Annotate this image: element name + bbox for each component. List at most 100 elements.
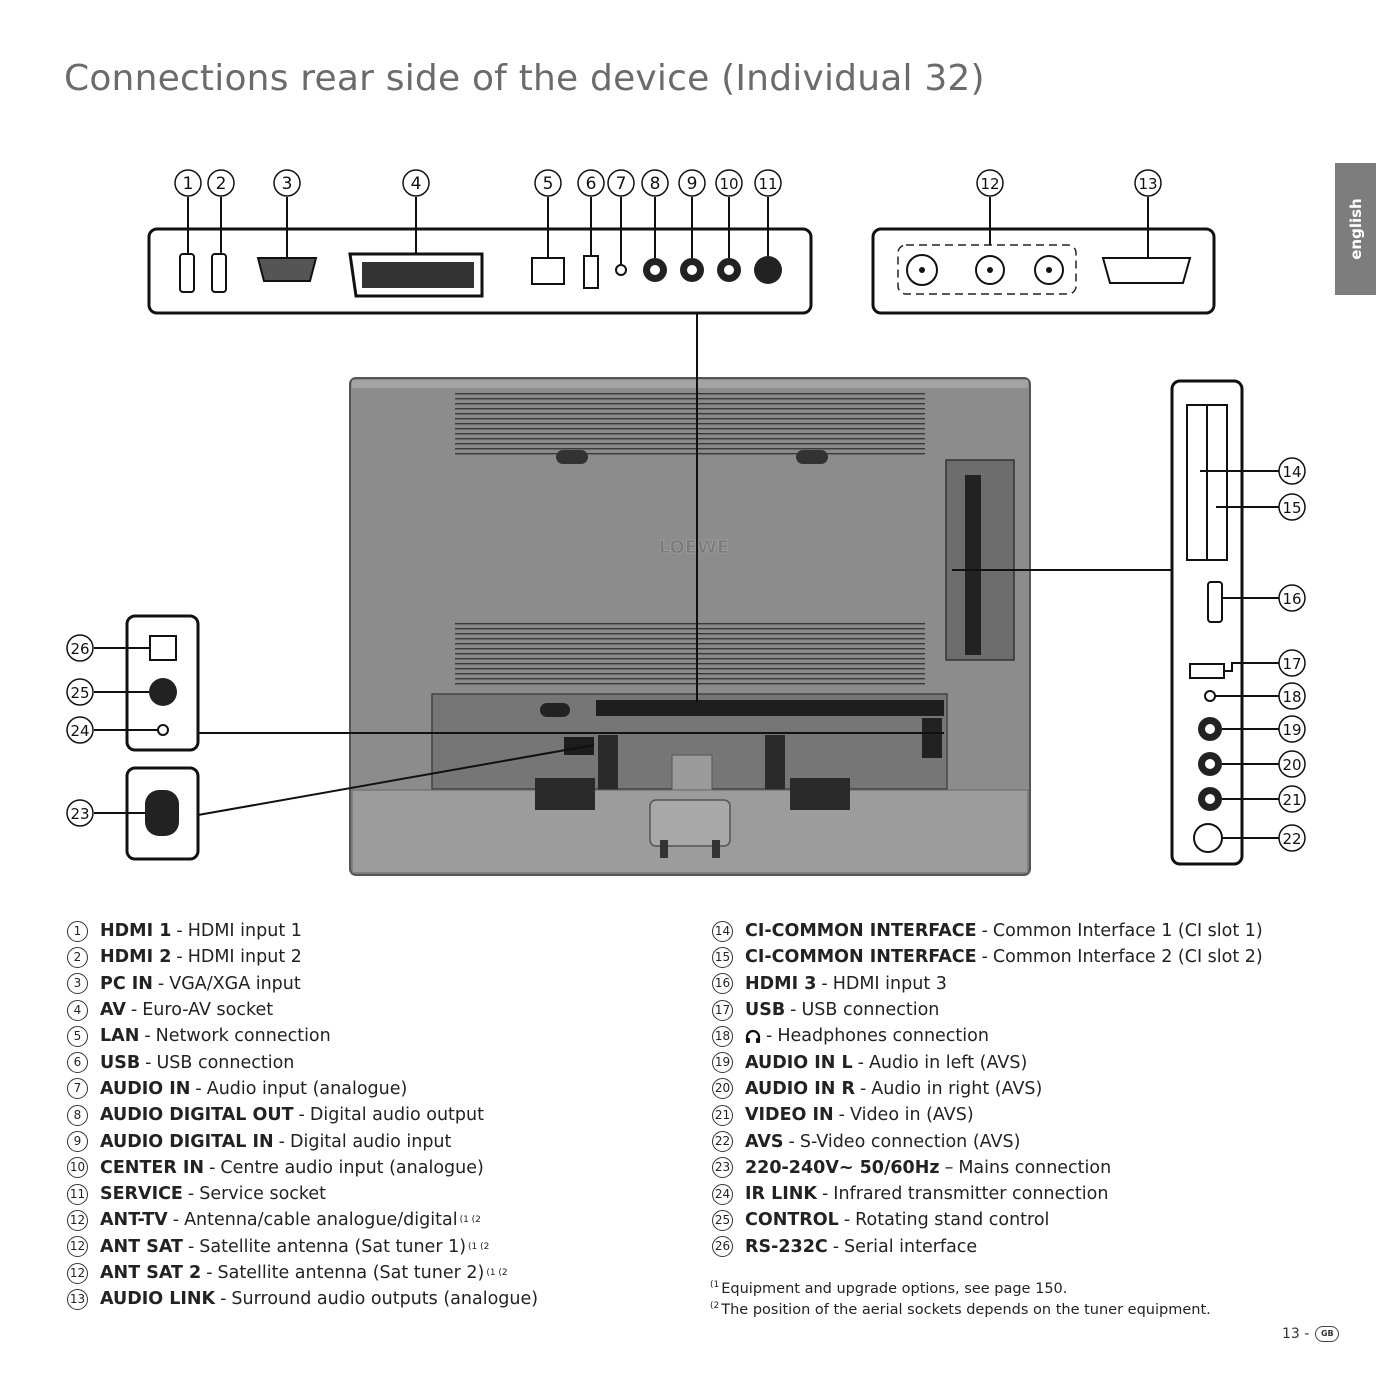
legend-number: 13 (67, 1288, 88, 1310)
callout-number: 5 (543, 174, 554, 194)
legend-label: CI-COMMON INTERFACE (745, 947, 977, 968)
callout-number: 19 (1282, 721, 1301, 739)
callout-number: 8 (650, 174, 661, 194)
callout-26: 26 (66, 634, 94, 662)
legend-number: 11 (67, 1183, 88, 1205)
legend-number: 3 (67, 973, 88, 995)
connector-lines (94, 197, 1279, 839)
service-port (754, 256, 782, 284)
legend-label: CENTER IN (100, 1157, 205, 1178)
legend-description: USB connection (801, 1000, 940, 1021)
lan-port (531, 257, 565, 285)
legend-separator: - (278, 1131, 285, 1152)
legend-number: 19 (712, 1052, 733, 1074)
legend-number: 10 (67, 1157, 88, 1179)
legend-label: AUDIO DIGITAL OUT (100, 1105, 294, 1126)
legend-number: 17 (712, 999, 733, 1021)
lower-vent (455, 622, 925, 687)
callout-25: 25 (66, 678, 94, 706)
legend-description: Video in (AVS) (850, 1105, 974, 1126)
legend-separator: - (857, 1052, 864, 1073)
callout-1: 1 (174, 169, 202, 197)
avs-port (1193, 823, 1223, 853)
mount-hole-right (796, 450, 828, 464)
top-connector-panel-right (871, 227, 1216, 315)
legend-separator: - (859, 1078, 867, 1099)
legend-number: 9 (67, 1131, 88, 1153)
legend-label: RS-232C (745, 1236, 828, 1257)
side-connector-panel (1170, 379, 1244, 866)
callout-18: 18 (1278, 682, 1306, 710)
legend-description: Digital audio input (290, 1131, 452, 1152)
callout-11: 11 (754, 169, 782, 197)
legend-description: Serial interface (844, 1236, 978, 1257)
mains-socket (145, 790, 179, 836)
legend-item: 18-Headphones connection (712, 1023, 1263, 1049)
mount-hole-left (556, 450, 588, 464)
legend-separator: - (187, 1184, 195, 1205)
legend-separator: - (206, 1263, 213, 1283)
legend-description: Audio input (analogue) (206, 1078, 408, 1099)
legend-description: HDMI input 1 (187, 921, 302, 942)
top-connector-panel-left (147, 227, 813, 315)
callout-number: 10 (719, 175, 738, 193)
legend-label: HDMI 2 (100, 947, 172, 968)
legend-separator: - (981, 921, 988, 942)
legend-number: 15 (712, 946, 733, 968)
legend-label: 220-240V~ 50/60Hz (745, 1157, 940, 1178)
callout-22: 22 (1278, 824, 1306, 852)
legend-label: VIDEO IN (745, 1105, 834, 1126)
country-badge: GB (1315, 1326, 1340, 1342)
audio-in-jack (615, 264, 627, 276)
legend-item: 26 RS-232C-Serial interface (712, 1234, 1263, 1260)
left-connector-panel (125, 614, 200, 861)
legend-description: Mains connection (958, 1157, 1112, 1178)
callout-number: 22 (1282, 830, 1301, 848)
callout-9: 9 (678, 169, 706, 197)
page-number: 13 - (1282, 1326, 1310, 1342)
callout-3: 3 (273, 169, 301, 197)
legend-label: AUDIO IN (100, 1078, 191, 1099)
legend-separator: - (298, 1105, 305, 1126)
legend-label: ANT SAT 2 (100, 1263, 202, 1283)
page-title: Connections rear side of the device (Ind… (64, 58, 985, 99)
legend-separator: - (145, 1052, 152, 1073)
control-port (149, 678, 177, 706)
hdmi-2-port (211, 253, 227, 293)
legend-number: 12 (67, 1209, 88, 1231)
legend-description: Network connection (155, 1026, 331, 1047)
callout-number: 21 (1282, 791, 1301, 809)
callout-7: 7 (607, 169, 635, 197)
legend-number: 4 (67, 999, 88, 1021)
legend-label: CI-COMMON INTERFACE (745, 921, 977, 942)
callout-15: 15 (1278, 493, 1306, 521)
legend-separator: - (832, 1236, 840, 1257)
callout-number: 14 (1282, 463, 1301, 481)
legend-number: 5 (67, 1025, 88, 1047)
legend-separator: - (172, 1210, 180, 1231)
callout-20: 20 (1278, 750, 1306, 778)
callout-number: 23 (70, 805, 89, 823)
page-footer: 13 - GB (1282, 1326, 1340, 1342)
legend-label: CONTROL (745, 1210, 839, 1231)
legend-label: PC IN (100, 973, 153, 994)
legend-description: Infrared transmitter connection (833, 1184, 1109, 1205)
callout-number: 25 (70, 684, 89, 702)
callout-17: 17 (1278, 649, 1306, 677)
usb-port-top (583, 255, 599, 289)
legend-label: LAN (100, 1026, 140, 1047)
language-tab[interactable]: english (1335, 163, 1376, 295)
legend-label: AUDIO LINK (100, 1289, 216, 1310)
legend-number: 26 (712, 1236, 733, 1258)
legend-description: Headphones connection (777, 1026, 989, 1047)
